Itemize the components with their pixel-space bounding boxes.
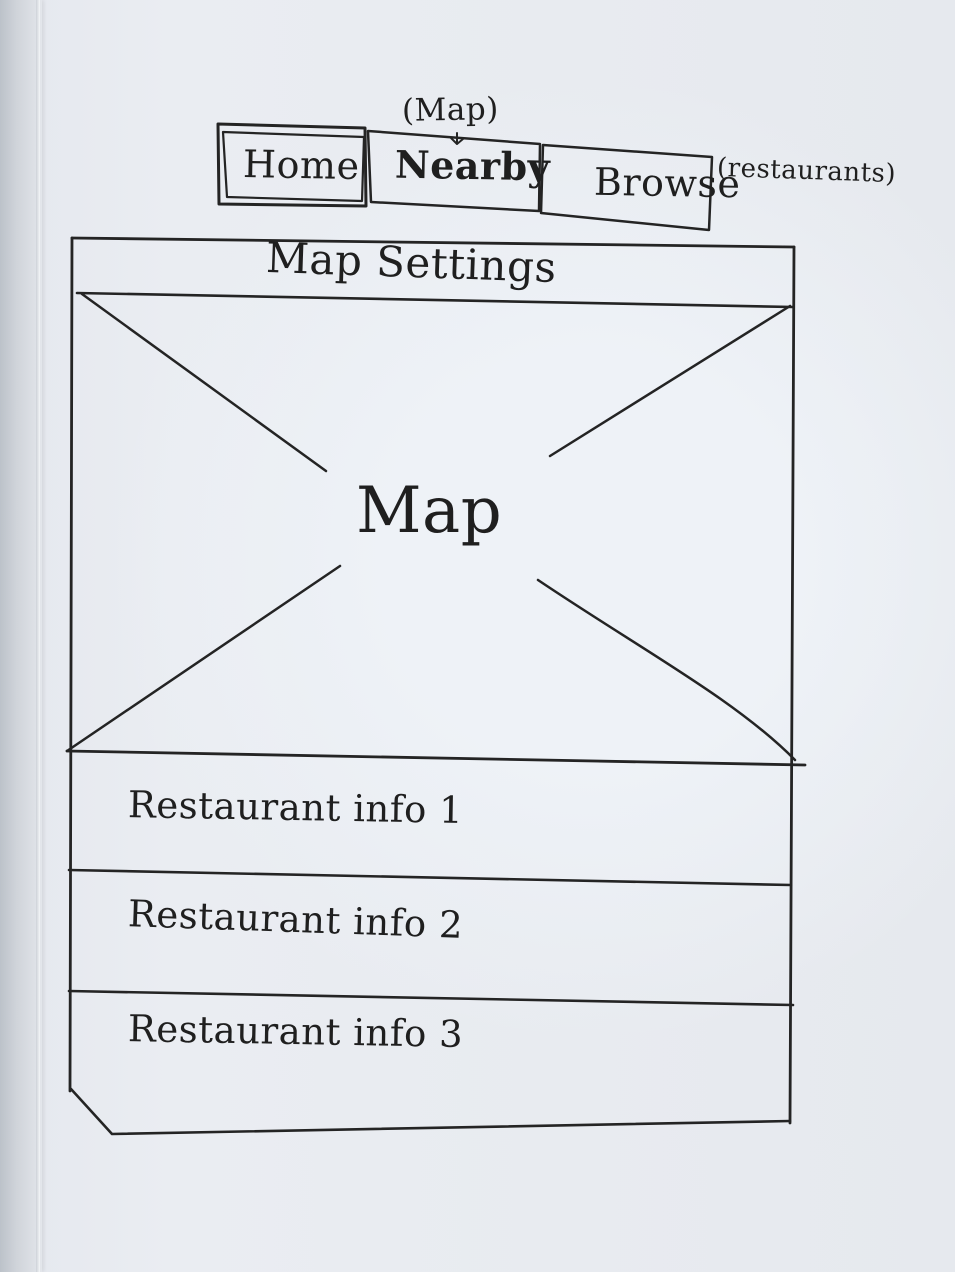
settings-divider: [75, 291, 795, 309]
list-bottom: [69, 1087, 792, 1136]
browse-caption: (restaurants): [716, 152, 897, 190]
restaurant-info-3[interactable]: Restaurant info 3: [127, 1007, 464, 1056]
main-frame-top: [70, 236, 796, 249]
map-divider-bottom: [65, 749, 807, 767]
main-frame-right: [788, 245, 796, 1125]
map-diagonal-top-left: [80, 292, 328, 473]
binding-edge: [36, 0, 40, 1272]
tab-nearby[interactable]: Nearby: [394, 141, 551, 190]
map-settings-button[interactable]: Map Settings: [265, 232, 558, 293]
nearby-arrow: [450, 132, 464, 145]
restaurant-info-1[interactable]: Restaurant info 1: [127, 783, 464, 832]
tab-bar-outline: [216, 122, 368, 208]
map-diagonal-bottom-right: [536, 578, 797, 762]
row-divider-2: [67, 989, 795, 1007]
tab-browse-outline: [539, 143, 714, 232]
main-frame-left: [68, 236, 74, 1093]
nearby-caption: (Map): [401, 91, 500, 129]
row-divider-1: [67, 868, 793, 887]
tab-home[interactable]: Home: [242, 141, 360, 189]
page-shadow: [0, 0, 42, 1272]
map-area-label: Map: [356, 474, 503, 548]
tab-nearby-outline: [366, 129, 542, 213]
map-diagonal-top-right: [548, 304, 792, 458]
tab-home-outline: [221, 130, 366, 203]
map-diagonal-bottom-left: [65, 564, 342, 753]
